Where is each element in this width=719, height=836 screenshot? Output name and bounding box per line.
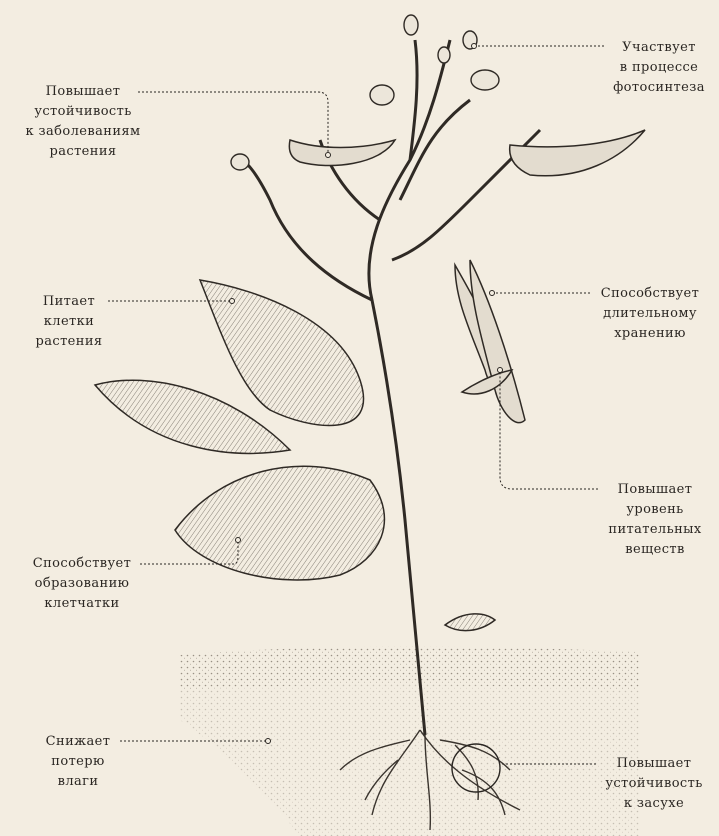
pod-top-right — [510, 130, 645, 176]
leaves — [95, 280, 495, 631]
label-drought-resistance: Повышает устойчивость к засухе — [594, 754, 714, 814]
label-long-storage: Способствует длительному хранению — [590, 284, 710, 344]
pod-top-left — [289, 140, 395, 166]
label-moisture-loss: Снижает потерю влаги — [34, 732, 122, 792]
label-disease-resistance: Повышает устойчивость к заболеваниям рас… — [18, 82, 148, 162]
label-photosynthesis: Участвует в процессе фотосинтеза — [604, 38, 714, 98]
leaf-small — [445, 614, 495, 631]
leaf-lower — [175, 466, 384, 580]
label-fiber-formation: Способствует образованию клетчатки — [22, 554, 142, 614]
label-nourishes-cells: Питает клетки растения — [28, 292, 110, 352]
label-nutrient-level: Повышает уровень питательных веществ — [600, 480, 710, 560]
